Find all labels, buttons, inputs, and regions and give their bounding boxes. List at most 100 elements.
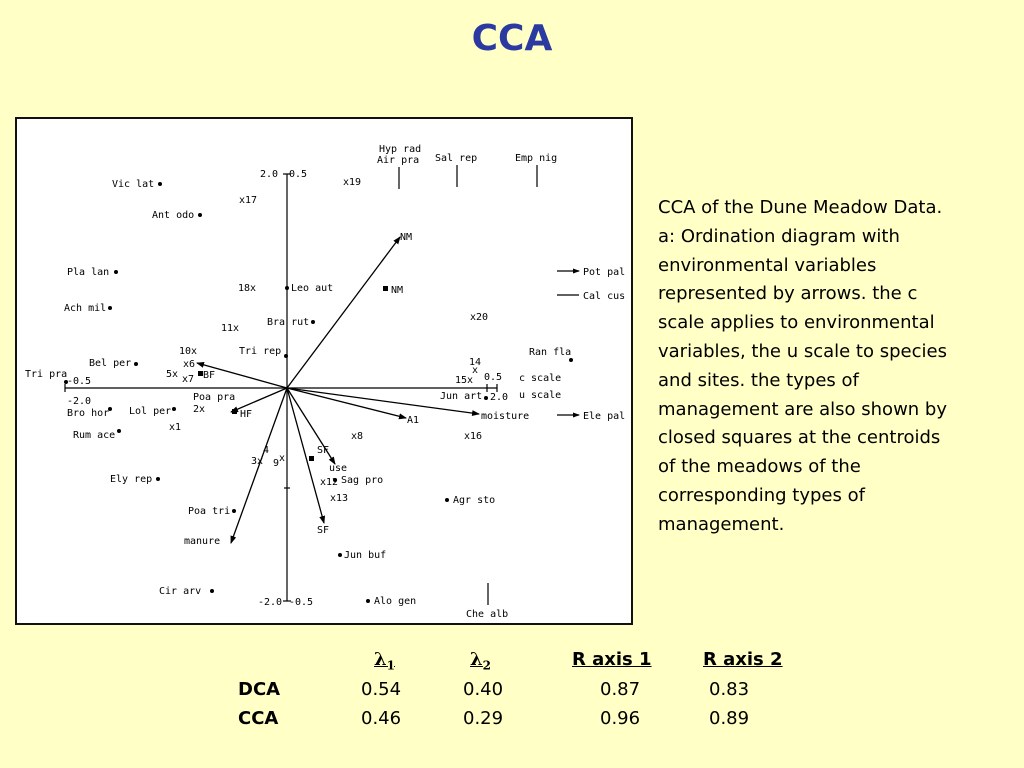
- y-bottom-c-label: -0.5: [289, 597, 313, 608]
- species-label: Ach mil: [64, 303, 106, 314]
- site-label: x17: [239, 195, 257, 206]
- site-label: x6: [183, 359, 195, 370]
- species-label: Jun buf: [344, 550, 386, 561]
- row-label-dca: DCA: [238, 679, 281, 700]
- site-label: 15x: [455, 375, 473, 386]
- species-label: Ely rep: [110, 474, 152, 485]
- caption-line: management.: [658, 513, 785, 535]
- y-top-u-label: 2.0: [260, 169, 278, 180]
- site-label: 9: [273, 458, 279, 469]
- offscale-labels: Hyp rad Air pra Sal rep Emp nig Pot pal …: [377, 144, 625, 620]
- table-cell: 0.46: [361, 708, 402, 729]
- species-label: Vic lat: [112, 179, 154, 190]
- site-label: x13: [330, 493, 348, 504]
- cca-ordination-diagram: 2.0 0.5 -2.0 -0.5 -0.5 -2.0 0.5 2.0 c sc…: [15, 117, 633, 625]
- site-label: x: [472, 365, 478, 376]
- offscale-label: Air pra: [377, 155, 419, 166]
- management-label: BF: [203, 370, 215, 381]
- table-cell: 0.89: [709, 708, 750, 729]
- caption-line: a: Ordination diagram with: [658, 225, 900, 247]
- site-label: x7: [182, 374, 194, 385]
- site-label: 3x: [251, 456, 263, 467]
- env-label: use: [329, 463, 347, 474]
- species-label: Alo gen: [374, 596, 416, 607]
- header-r-axis-1: R axis 1: [572, 649, 652, 670]
- table-cell: 0.40: [463, 679, 504, 700]
- species-label: Tri rep: [239, 346, 281, 357]
- offscale-label: Pot pal: [583, 267, 625, 278]
- caption-line: of the meadows of the: [658, 456, 861, 478]
- species-labels: Vic lat Ant odo Pla lan Ach mil Leo aut …: [25, 179, 571, 607]
- x-right-u-label: 2.0: [490, 392, 508, 403]
- axes: [64, 173, 498, 602]
- management-labels: NM BF HF SF: [203, 285, 403, 536]
- offscale-label: Ele pal: [583, 411, 625, 422]
- row-label-cca: CCA: [238, 708, 279, 729]
- species-label: Bra rut: [267, 317, 309, 328]
- arrow-bf: [196, 361, 288, 389]
- x-left-u-label: -2.0: [67, 396, 91, 407]
- environment-labels: A1 moisture NM SF use manure: [184, 232, 529, 547]
- species-label: Jun art: [440, 391, 482, 402]
- slide-title: CCA: [471, 18, 553, 59]
- arrow-use: [286, 387, 336, 465]
- site-label: 14: [469, 357, 481, 368]
- x-left-c-label: -0.5: [67, 376, 91, 387]
- offscale-label: Hyp rad: [379, 144, 421, 155]
- y-top-c-label: 0.5: [289, 169, 307, 180]
- caption-line: closed squares at the centroids: [658, 427, 941, 449]
- environmental-arrows: [196, 236, 480, 544]
- site-label: x8: [351, 431, 363, 442]
- table-cell: 0.87: [600, 679, 641, 700]
- header-lambda-1: λ1: [374, 649, 395, 673]
- management-label: NM: [391, 285, 403, 296]
- site-label: x20: [470, 312, 488, 323]
- site-label: 10x: [179, 346, 197, 357]
- site-label: 4: [263, 445, 269, 456]
- species-label: Bel per: [89, 358, 131, 369]
- species-label: Bro hor: [67, 408, 109, 419]
- species-label: Poa tri: [188, 506, 230, 517]
- env-label: manure: [184, 536, 220, 547]
- x-right-c-label: 0.5: [484, 372, 502, 383]
- offscale-label: Emp nig: [515, 153, 557, 164]
- site-label: 2x: [193, 404, 205, 415]
- site-label: x: [279, 453, 285, 464]
- table-cell: 0.29: [463, 708, 504, 729]
- caption-line: CCA of the Dune Meadow Data.: [658, 197, 943, 218]
- site-label: x12: [320, 477, 338, 488]
- caption-line: scale applies to environmental: [658, 312, 935, 334]
- species-label: Ran fla: [529, 347, 571, 358]
- c-scale-label: c scale: [519, 373, 561, 384]
- caption-line: represented by arrows. the c: [658, 283, 918, 305]
- eigenvalue-table: λ1 λ2 R axis 1 R axis 2 DCA 0.54 0.40 0.…: [0, 646, 1024, 756]
- management-label: HF: [240, 409, 252, 420]
- arrow-sf: [286, 387, 326, 524]
- species-label: Pla lan: [67, 267, 109, 278]
- site-label: x1: [169, 422, 181, 433]
- table-cell: 0.96: [600, 708, 641, 729]
- arrow-nm: [286, 236, 401, 389]
- caption-line: variables, the u scale to species: [658, 340, 947, 362]
- site-label: 5x: [166, 369, 178, 380]
- species-label: Tri pra: [25, 369, 67, 380]
- axis-scale-labels: 2.0 0.5 -2.0 -0.5 -0.5 -2.0 0.5 2.0 c sc…: [67, 169, 561, 608]
- site-label: x16: [464, 431, 482, 442]
- species-dots: [64, 182, 573, 603]
- figure-caption: CCA of the Dune Meadow Data. a: Ordinati…: [658, 194, 998, 540]
- arrow-moisture: [286, 387, 480, 417]
- header-r-axis-2: R axis 2: [703, 649, 783, 670]
- arrow-a1: [286, 387, 407, 420]
- management-squares: [198, 286, 388, 461]
- caption-line: and sites. the types of: [658, 369, 859, 391]
- table-cell: 0.83: [709, 679, 750, 700]
- y-bottom-u-label: -2.0: [258, 597, 282, 608]
- offscale-label: Cal cus: [583, 291, 625, 302]
- site-labels: x17 x19 18x 11x 10x x6 x7 5x 2x x1 x20 1…: [166, 177, 488, 504]
- env-label: NM: [400, 232, 412, 243]
- species-label: Poa pra: [193, 392, 235, 403]
- species-label: Cir arv: [159, 586, 201, 597]
- env-label: SF: [317, 445, 329, 456]
- env-label: moisture: [481, 411, 529, 422]
- site-label: 18x: [238, 283, 256, 294]
